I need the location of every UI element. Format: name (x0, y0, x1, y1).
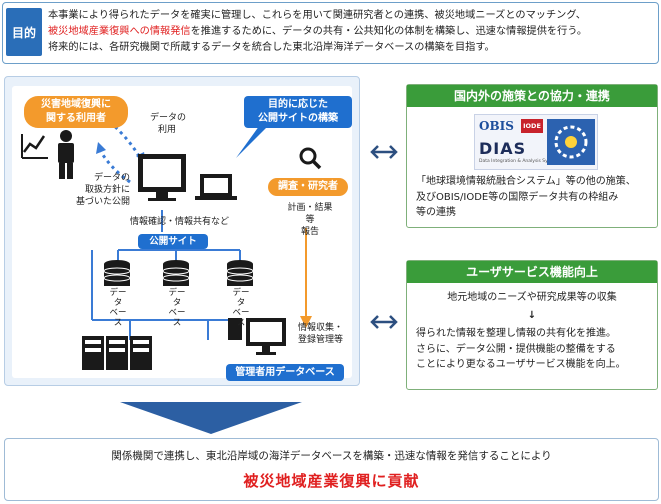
dias-subtitle: Data Integration & Analysis System (479, 159, 560, 164)
info-share-label: 情報確認・情報共有など (130, 217, 230, 227)
speech-pointer (236, 122, 272, 158)
user-service-line-1: 地元地域のニーズや研究成果等の収集 (447, 292, 617, 303)
monitor-icon (138, 154, 186, 201)
laptop-icon (195, 174, 237, 200)
link-arrow-top (370, 145, 398, 159)
logo-box: OBIS IODE DIAS Data Integration & Analys… (474, 114, 598, 170)
network-lines (91, 210, 241, 340)
obis-logo: OBIS (479, 119, 514, 133)
result-box (4, 438, 659, 501)
user-service-header: ユーザサービス機能向上 (407, 261, 657, 283)
public-site-label: 公開サイト (138, 234, 208, 249)
purpose-line-1: 本事業により得られたデータを確実に管理し、これらを用いて関連研究者との連携、被災… (48, 10, 586, 21)
link-arrow-bottom (370, 315, 398, 329)
data-policy-label: データの 取扱方針に 基づいた公開 (75, 173, 130, 207)
person-chart-icon (21, 130, 74, 179)
server-rack-icon (82, 336, 152, 370)
purpose-tag: 目的 (6, 8, 42, 56)
cooperation-header: 国内外の施策との協力・連携 (407, 85, 657, 107)
researchers-pill: 調査・研究者 (268, 178, 348, 196)
user-service-text: 得られた情報を整理し情報の共有化を推進。 さらに、データ公開・提供機能の整備をす… (416, 328, 626, 370)
dias-logo: DIAS (479, 139, 527, 158)
admin-computer-icon (228, 318, 286, 355)
down-arrow: ↓ (527, 310, 537, 321)
people-circle-image (547, 119, 595, 165)
result-chevron (120, 402, 302, 434)
result-title: 被災地域産業復興に貢献 (243, 472, 420, 490)
database-label-3: データベース (232, 288, 250, 328)
database-label-1: データベース (109, 288, 127, 328)
public-site-build-label: 目的に応じた 公開サイトの構築 (244, 96, 352, 128)
data-use-label: データの 利用 (150, 113, 187, 135)
purpose-line-3: 将来的には、各研究機関で所蔵するデータを統合した東北沿岸海洋データベースの構築を… (48, 42, 495, 53)
database-icon-3 (226, 260, 254, 286)
database-icon-1 (103, 260, 131, 286)
database-label-2: データベース (168, 288, 186, 328)
admin-database-label: 管理者用データベース (226, 364, 344, 381)
data-policy-arrowhead (96, 142, 106, 154)
report-arrowhead (300, 316, 312, 328)
database-icon-2 (162, 260, 190, 286)
magnifier-icon (299, 147, 322, 170)
iode-logo: IODE (521, 119, 543, 133)
info-collect-label: 情報収集・ 登録管理等 (298, 323, 344, 345)
result-line: 関係機関で連携し、東北沿岸域の海洋データベースを構築・迅速な情報を発信することに… (111, 450, 552, 462)
plan-report-label: 計画・結果等 報告 (287, 203, 333, 237)
users-pill: 災害地域復興に 関する利用者 (24, 96, 128, 128)
purpose-line-2: 被災地域産業復興への情報発信を推進するために、データの共有・公共知化の体制を構築… (48, 26, 588, 37)
data-policy-arrow (98, 149, 131, 184)
purpose-box (2, 2, 659, 64)
purpose-highlight: 被災地域産業復興への情報発信 (48, 26, 191, 37)
purpose-text: 本事業により得られたデータを確実に管理し、これらを用いて関連研究者との連携、被災… (48, 8, 654, 56)
cooperation-text: 「地球環境情報統融合システム」等の他の施策、 及びOBIS/IODE等の国際デー… (416, 176, 636, 218)
